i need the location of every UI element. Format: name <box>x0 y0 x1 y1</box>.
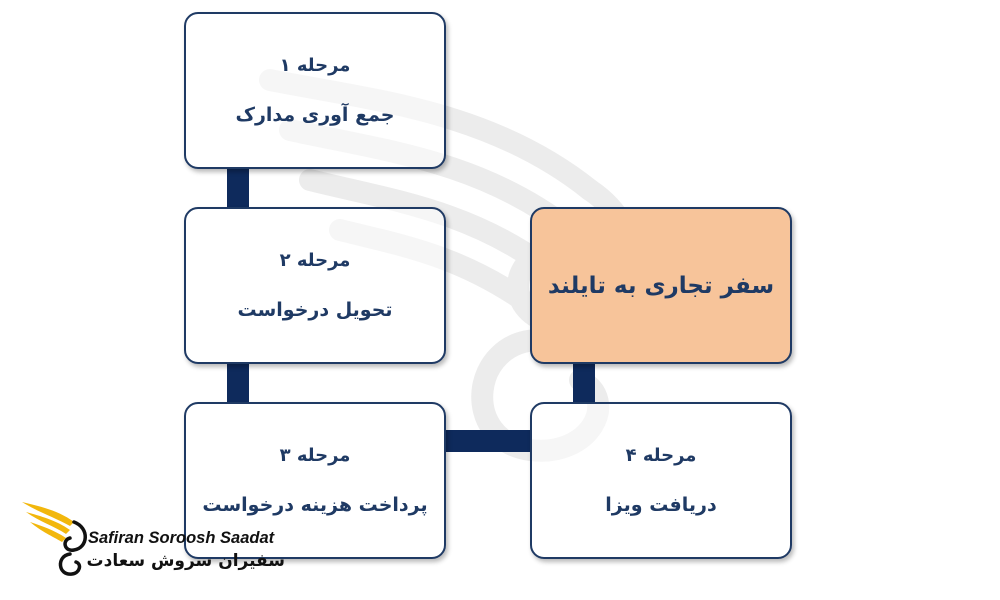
stage-2-box: مرحله ۲ تحویل درخواست <box>184 207 446 364</box>
connector-2-3 <box>227 364 249 402</box>
swan-logo-icon <box>22 502 87 576</box>
stage-2-label: مرحله ۲ <box>279 250 351 271</box>
stage-1-label: مرحله ۱ <box>279 55 351 76</box>
stage-4-box: مرحله ۴ دریافت ویزا <box>530 402 792 559</box>
stage-1-description: جمع آوری مدارک <box>235 104 395 126</box>
company-logo: Safiran Soroosh Saadat سفیران سروش سعادت <box>18 492 288 582</box>
stage-4-label: مرحله ۴ <box>625 445 697 466</box>
stage-3-label: مرحله ۳ <box>279 445 351 466</box>
connector-1-2 <box>227 169 249 207</box>
connector-title-4 <box>573 364 595 402</box>
stage-2-description: تحویل درخواست <box>237 299 393 321</box>
logo-latin-text: Safiran Soroosh Saadat <box>88 529 275 547</box>
logo-farsi-text: سفیران سروش سعادت <box>86 551 285 571</box>
stage-4-description: دریافت ویزا <box>605 494 717 516</box>
stage-3-description: پرداخت هزینه درخواست <box>202 494 428 516</box>
title-box: سفر تجاری به تایلند <box>530 207 792 364</box>
diagram-title: سفر تجاری به تایلند <box>547 272 775 299</box>
connector-3-4 <box>446 430 530 452</box>
stage-1-box: مرحله ۱ جمع آوری مدارک <box>184 12 446 169</box>
stage-3-box: مرحله ۳ پرداخت هزینه درخواست <box>184 402 446 559</box>
